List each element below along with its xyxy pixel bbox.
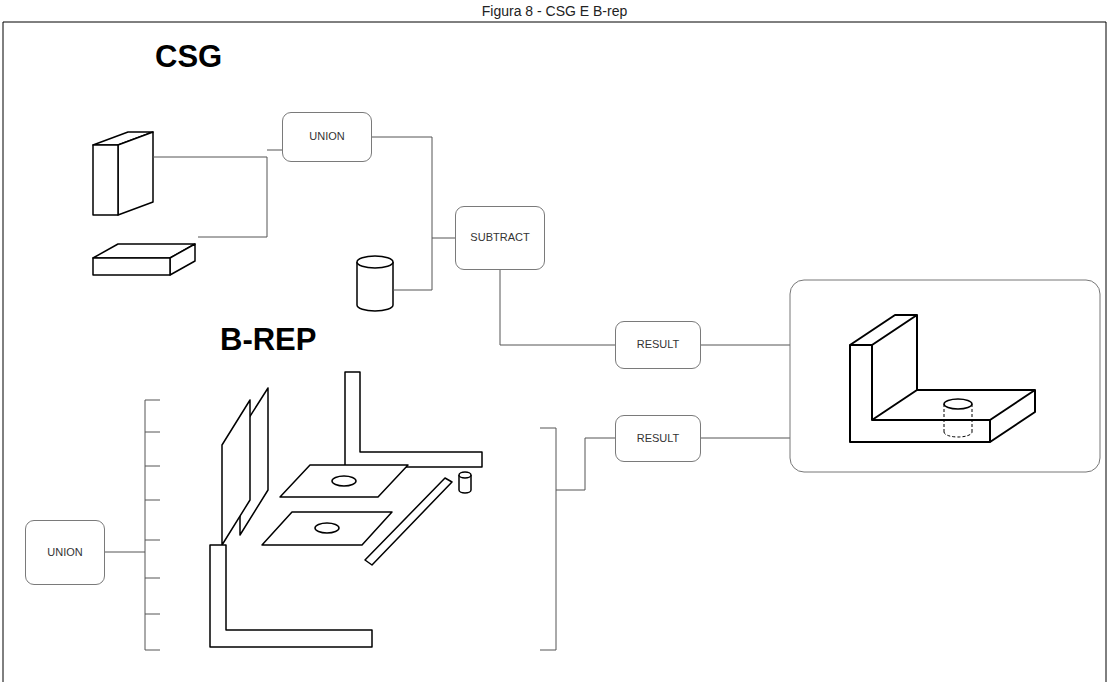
cylinder-top xyxy=(357,256,393,268)
result-wire xyxy=(701,438,790,439)
csg-wires xyxy=(153,150,790,438)
flat-block-side xyxy=(170,244,195,275)
section-heading: B-REP xyxy=(220,324,316,355)
operation-box: RESULT xyxy=(615,415,701,462)
hole-outline xyxy=(332,476,356,486)
cylinder-body xyxy=(357,262,393,311)
section-heading: CSG xyxy=(155,41,222,72)
solid-depth-edges xyxy=(850,315,1035,442)
result-panel xyxy=(790,280,1100,472)
operation-name: RESULT xyxy=(637,432,680,445)
comb-bracket xyxy=(145,400,160,650)
edge-strip-face xyxy=(365,478,452,565)
top-face-with-hole xyxy=(262,512,392,545)
hole-cylinder-top xyxy=(459,472,471,478)
operation-box: SUBTRACT xyxy=(455,206,545,270)
union-input-wires xyxy=(153,150,282,237)
operation-box: UNION xyxy=(282,112,372,162)
operation-name: UNION xyxy=(309,130,344,143)
solid-hole xyxy=(944,399,972,409)
operation-box: RESULT xyxy=(615,321,701,369)
result-wire xyxy=(701,345,790,346)
union-wire xyxy=(105,552,145,553)
figure-title-bar: Figura 8 - CSG E B-rep xyxy=(0,3,1109,19)
hole-outline xyxy=(315,523,339,533)
operation-box: UNION xyxy=(25,520,105,585)
tall-block-side xyxy=(118,132,153,215)
subtract-input-wire xyxy=(393,238,432,290)
operation-name: UNION xyxy=(47,546,82,559)
operation-name: SUBTRACT xyxy=(470,231,529,244)
flat-block-front xyxy=(93,258,170,275)
figure-title: Figura 8 - CSG E B-rep xyxy=(482,3,628,19)
result-wire xyxy=(556,438,615,490)
operation-name: RESULT xyxy=(637,338,680,351)
tall-block-front xyxy=(93,145,118,215)
base-l-face xyxy=(210,545,372,647)
closing-bracket xyxy=(540,428,556,650)
brep-faces xyxy=(210,372,482,647)
flow-connector xyxy=(372,137,455,238)
upright-l-face xyxy=(345,372,482,467)
figure-frame xyxy=(3,22,1106,682)
result-solid xyxy=(850,315,1035,442)
flow-connector xyxy=(500,270,615,345)
solid-front-profile xyxy=(850,345,990,442)
wall-face xyxy=(222,400,250,545)
top-face-with-hole xyxy=(280,465,408,497)
hidden-hole-lines xyxy=(944,404,972,437)
